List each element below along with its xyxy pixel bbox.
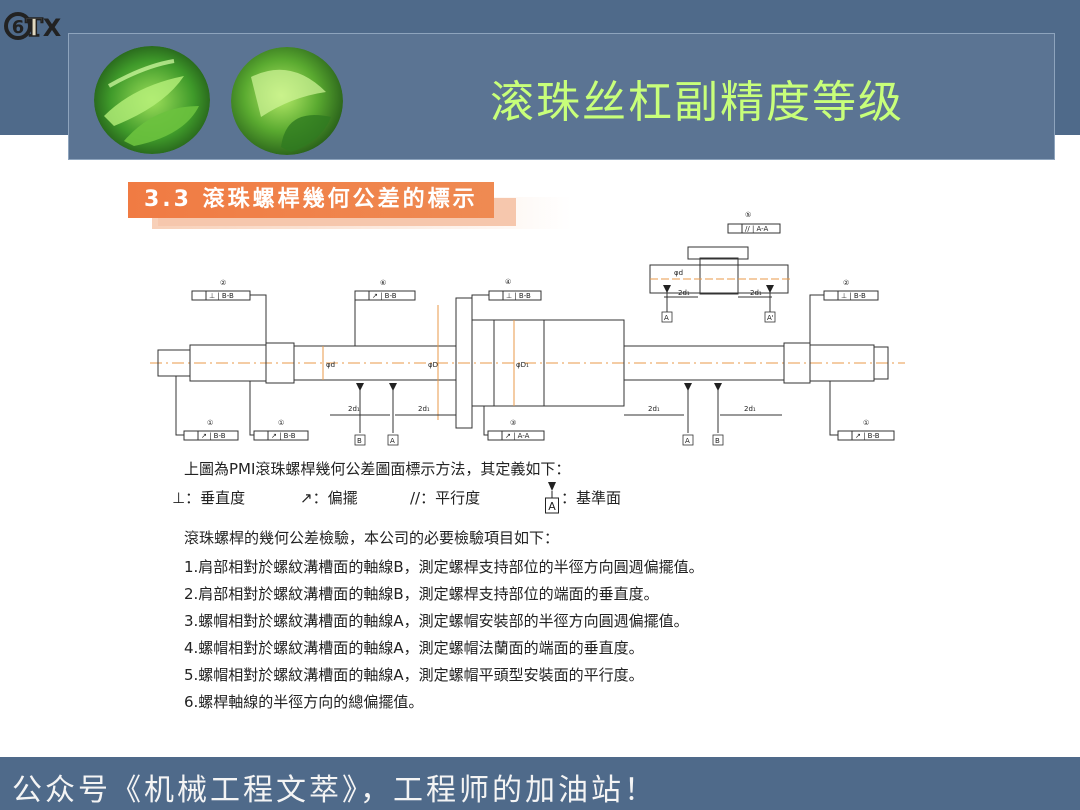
frame-runout-aa: ↗ | A-A — [505, 432, 530, 440]
datum-B-right: B — [715, 437, 720, 445]
label-1-left: ① — [207, 419, 213, 427]
svg-text:6: 6 — [12, 17, 25, 38]
bottom-banner — [0, 757, 1080, 810]
svg-text:A: A — [548, 500, 556, 513]
dim-phi-d: φd — [326, 361, 335, 369]
datum-A1-section: A' — [767, 314, 774, 322]
green-leaf-image — [94, 46, 210, 154]
green-plant-image — [231, 47, 343, 155]
list-item: 5.螺帽相對於螺紋溝槽面的軸線A，測定螺帽平頭型安裝面的平行度。 — [184, 666, 644, 684]
section-view-key — [699, 257, 739, 295]
label-1-right: ① — [863, 419, 869, 427]
frame-runout-bb: ↗ | B-B — [372, 292, 397, 300]
label-4: ④ — [505, 278, 511, 286]
frame-runout-bb-2: ↗ | B-B — [271, 432, 296, 440]
dim-2d1-b: 2d₁ — [418, 405, 430, 413]
page-title: 滚珠丝杠副精度等级 — [490, 77, 904, 128]
dim-phi-D: φD — [428, 361, 438, 369]
frame-runout-bb-right: ↗ | B-B — [855, 432, 880, 440]
section-tag: 3.3 滾珠螺桿幾何公差的標示 — [128, 182, 494, 218]
logo-icon: 6 T X — [4, 12, 62, 43]
datum-A-section: A — [664, 314, 669, 322]
label-2-right: ② — [843, 279, 849, 287]
datum-A-left: A — [390, 437, 395, 445]
label-5: ⑤ — [745, 211, 751, 219]
items-heading: 滾珠螺桿的幾何公差檢驗，本公司的必要檢驗項目如下： — [184, 529, 560, 547]
svg-text:X: X — [43, 14, 62, 42]
dim-2d1-f: 2d₁ — [750, 289, 762, 297]
shaft-end-right — [873, 346, 889, 380]
list-item: 6.螺桿軸線的半徑方向的總偏擺值。 — [184, 693, 424, 711]
frame-runout-bb-1: ↗ | B-B — [201, 432, 226, 440]
list-item: 4.螺帽相對於螺紋溝槽面的軸線A，測定螺帽法蘭面的端面的垂直度。 — [184, 639, 644, 657]
dim-2d1-c: 2d₁ — [648, 405, 660, 413]
datum-symbol-icon: A — [545, 482, 559, 514]
dim-2d1-e: 2d₁ — [678, 289, 690, 297]
dim-2d1-a: 2d₁ — [348, 405, 360, 413]
dim-2d1-d: 2d₁ — [744, 405, 756, 413]
list-item: 2.肩部相對於螺紋溝槽面的軸線B，測定螺桿支持部位的端面的垂直度。 — [184, 585, 659, 603]
dim-phi-d-section: φd — [674, 269, 683, 277]
dim-phi-D1: φD₁ — [516, 361, 529, 369]
list-item: 3.螺帽相對於螺紋溝槽面的軸線A，測定螺帽安裝部的半徑方向圓週偏擺值。 — [184, 612, 689, 630]
label-2-left: ② — [220, 279, 226, 287]
datum-A-right: A — [685, 437, 690, 445]
label-6: ⑥ — [380, 279, 386, 287]
legend-datum: ：基準面 — [561, 489, 622, 507]
legend-runout: ↗：偏擺 — [300, 489, 358, 507]
footer-text: 公众号《机械工程文萃》，工程师的加油站！ — [12, 773, 657, 808]
frame-perp-bb-right: ⊥ | B-B — [841, 292, 866, 300]
label-1-mid: ① — [278, 419, 284, 427]
frame-parallel-aa: // | A-A — [745, 225, 769, 233]
legend-perpendicularity: ⊥：垂直度 — [172, 489, 246, 507]
datum-B-left: B — [357, 437, 362, 445]
svg-text:T: T — [25, 13, 43, 42]
list-item: 1.肩部相對於螺紋溝槽面的軸線B，測定螺桿支持部位的半徑方向圓週偏擺值。 — [184, 558, 704, 576]
intro-text: 上圖為PMI滾珠螺桿幾何公差圖面標示方法，其定義如下： — [184, 460, 571, 478]
frame-perp-bb-left: ⊥ | B-B — [209, 292, 234, 300]
ball-screw-tolerance-diagram: ② ⑥ ④ ⑤ ② ① ① ③ ① ⊥ | B-B ↗ | B-B ⊥ | B-… — [150, 211, 905, 446]
label-3: ③ — [510, 419, 516, 427]
frame-perp-aa: ⊥ | B-B — [506, 292, 531, 300]
legend-parallelism: //：平行度 — [410, 489, 481, 507]
